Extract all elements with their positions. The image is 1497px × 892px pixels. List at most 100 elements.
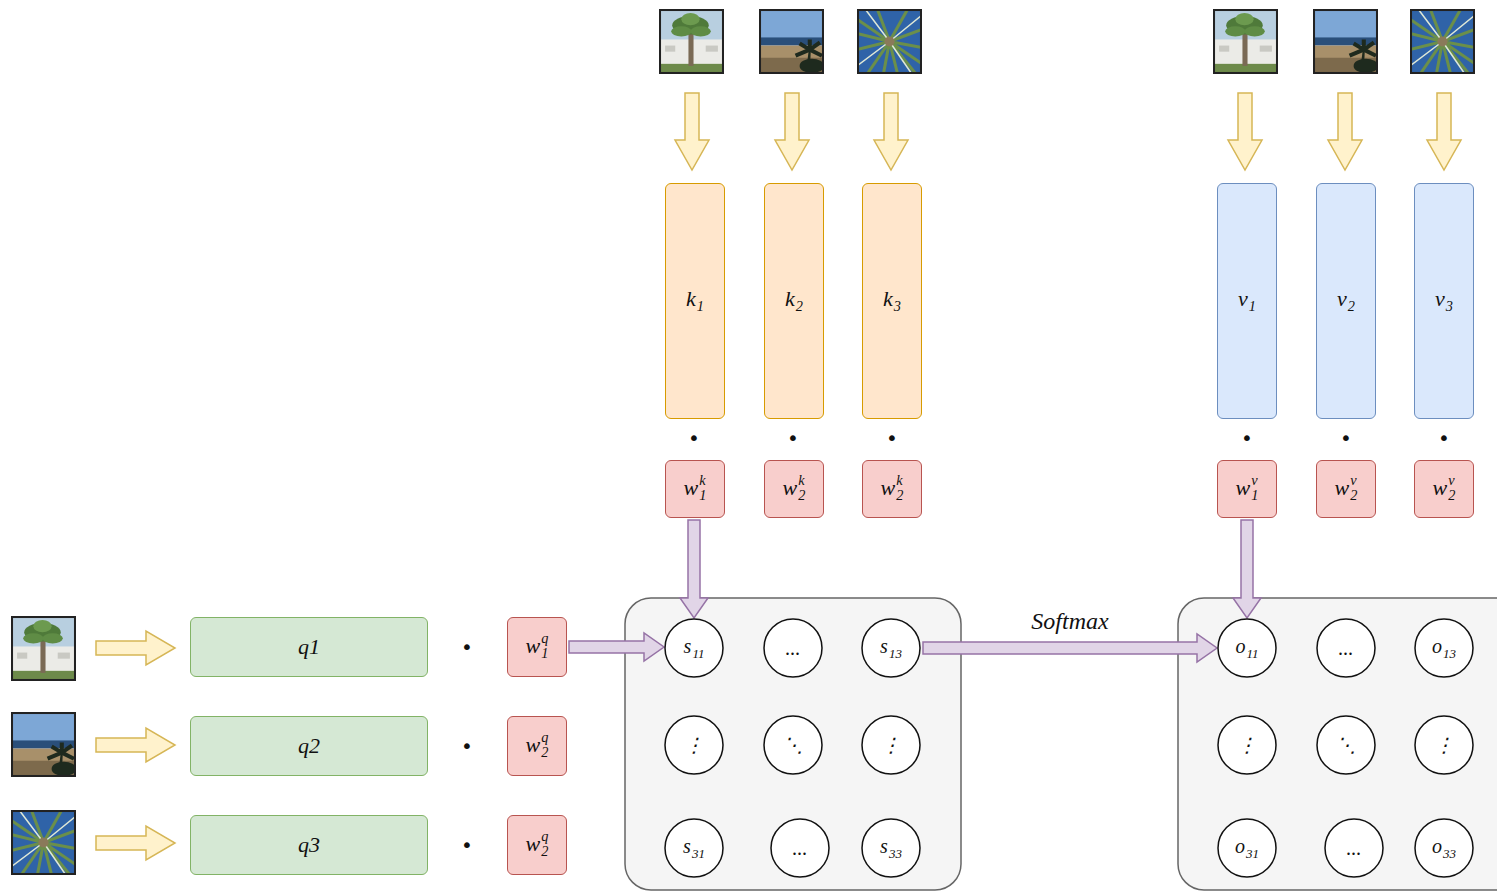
symbol-base: s xyxy=(880,635,888,657)
node-label: k2 xyxy=(785,287,803,315)
subscript: 2 xyxy=(796,298,803,314)
input-arrow xyxy=(96,728,175,762)
index-stack: 2q xyxy=(541,844,548,858)
output-cell: o31 xyxy=(1217,818,1277,878)
weight-box: w1k xyxy=(665,460,725,518)
subscript: 2 xyxy=(798,487,805,503)
score-cell: s11 xyxy=(664,618,724,678)
node-label: v2 xyxy=(1337,287,1355,315)
node-label: ... xyxy=(793,837,808,859)
superscript: q xyxy=(541,829,548,843)
symbol-base: k xyxy=(785,286,795,311)
symbol-base: k xyxy=(883,286,893,311)
symbol-base: o xyxy=(1432,835,1442,857)
subscript: 33 xyxy=(1443,846,1456,861)
circle-shape xyxy=(1218,819,1276,877)
photo xyxy=(759,9,824,74)
input-arrow xyxy=(1427,93,1461,170)
subscript: 2 xyxy=(896,487,903,503)
symbol-base: o xyxy=(1235,835,1245,857)
output-cell: o33 xyxy=(1414,818,1474,878)
output-cell: o11 xyxy=(1217,618,1277,678)
node-label: s31 xyxy=(683,835,705,861)
score-cell: ... xyxy=(763,618,823,678)
node-label: ⋮ xyxy=(881,734,901,756)
weight-box: w2k xyxy=(764,460,824,518)
symbol-base: w xyxy=(783,475,798,500)
superscript: k xyxy=(699,473,705,487)
photo xyxy=(659,9,724,74)
node-label: q3 xyxy=(298,833,320,857)
panel-outline xyxy=(625,598,961,890)
photo xyxy=(857,9,922,74)
node-label: ⋱ xyxy=(783,734,803,756)
node-label: v3 xyxy=(1435,287,1453,315)
edge-label: Softmax xyxy=(1031,608,1108,635)
subscript: 13 xyxy=(1443,646,1456,661)
node-label: s11 xyxy=(684,635,705,661)
weight-box: w2v xyxy=(1316,460,1376,518)
node-label: w1q xyxy=(526,634,549,660)
node-label: q2 xyxy=(298,734,320,758)
flow-arrow xyxy=(680,520,708,618)
node-label: w1v xyxy=(1236,476,1259,502)
input-arrow xyxy=(1228,93,1262,170)
node-label: o11 xyxy=(1235,635,1258,661)
value-vector: v3 xyxy=(1414,183,1474,419)
node-label: ⋮ xyxy=(1434,734,1454,756)
weight-box: w1q xyxy=(507,617,567,677)
input-arrow xyxy=(96,631,175,665)
dot-operator: • xyxy=(1438,426,1450,450)
circle-shape xyxy=(764,716,822,774)
weight-box: w2q xyxy=(507,815,567,875)
query-vector: q2 xyxy=(190,716,428,776)
superscript: v xyxy=(1251,473,1257,487)
photo xyxy=(11,712,76,777)
dot-operator: • xyxy=(461,734,473,758)
node-label: o33 xyxy=(1432,835,1456,861)
value-vector: v2 xyxy=(1316,183,1376,419)
score-cell: ⋮ xyxy=(861,715,921,775)
node-label: o13 xyxy=(1432,635,1456,661)
node-label: w1k xyxy=(684,476,707,502)
node-label: w2v xyxy=(1433,476,1456,502)
index-stack: 2q xyxy=(541,745,548,759)
node-label: w2k xyxy=(881,476,904,502)
symbol-base: w xyxy=(1236,475,1251,500)
key-vector: k1 xyxy=(665,183,725,419)
symbol-base: w xyxy=(1335,475,1350,500)
dot-operator: • xyxy=(787,426,799,450)
input-arrow xyxy=(874,93,908,170)
score-cell: s33 xyxy=(861,818,921,878)
node-label: s33 xyxy=(880,835,902,861)
output-cell: ... xyxy=(1316,618,1376,678)
circle-shape xyxy=(862,819,920,877)
node-label: o31 xyxy=(1235,835,1259,861)
node-label: ... xyxy=(1339,637,1354,659)
node-label: w2q xyxy=(526,733,549,759)
circle-shape xyxy=(665,716,723,774)
dot-operator: • xyxy=(1241,426,1253,450)
input-arrow xyxy=(1328,93,1362,170)
symbol-base: w xyxy=(526,732,541,757)
subscript: 11 xyxy=(1246,646,1258,661)
subscript: 2 xyxy=(541,843,548,859)
circle-shape xyxy=(1415,716,1473,774)
circle-shape xyxy=(1325,819,1383,877)
score-cell: ⋮ xyxy=(664,715,724,775)
symbol-base: o xyxy=(1432,635,1442,657)
node-label: w2v xyxy=(1335,476,1358,502)
node-label: ⋮ xyxy=(1237,734,1257,756)
subscript: 3 xyxy=(1446,298,1453,314)
subscript: 33 xyxy=(889,846,902,861)
score-cell: ⋱ xyxy=(763,715,823,775)
subscript: 2 xyxy=(541,744,548,760)
weight-box: w2v xyxy=(1414,460,1474,518)
node-label: v1 xyxy=(1238,287,1256,315)
photo xyxy=(1313,9,1378,74)
weight-box: w2k xyxy=(862,460,922,518)
circle-shape xyxy=(862,619,920,677)
superscript: q xyxy=(541,631,548,645)
